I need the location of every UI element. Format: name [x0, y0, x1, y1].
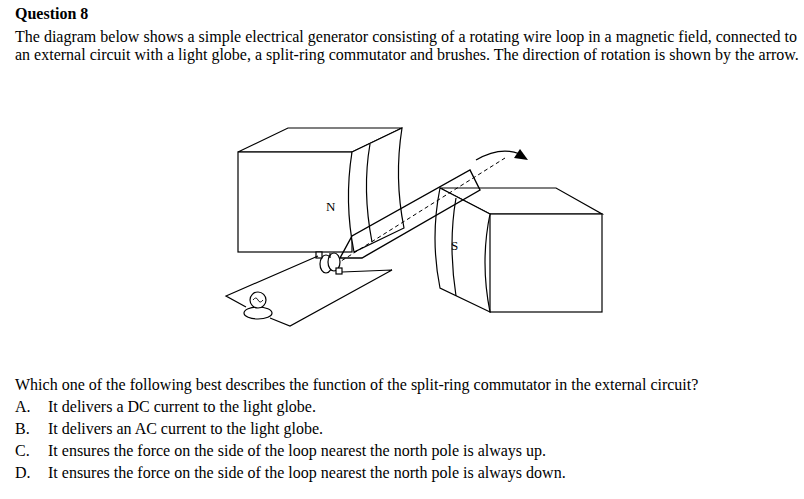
- wire-loop: [340, 170, 480, 258]
- circuit-wire: [226, 256, 318, 307]
- option-text: It ensures the force on the side of the …: [48, 464, 566, 482]
- north-magnet: [238, 128, 404, 252]
- pole-label: N: [326, 200, 335, 214]
- circuit-wire: [270, 270, 392, 326]
- option-text: It delivers a DC current to the light gl…: [48, 398, 316, 416]
- option-letter: C.: [15, 442, 30, 460]
- question-text: Which one of the following best describe…: [15, 376, 799, 394]
- arrow-head: [514, 149, 528, 160]
- rotation-axis: [330, 158, 505, 268]
- option-text: It ensures the force on the side of the …: [48, 442, 546, 460]
- light-globe: [244, 292, 272, 319]
- option-letter: D.: [15, 464, 31, 482]
- option-letter: B.: [15, 420, 30, 438]
- intro-text: The diagram below shows a simple electri…: [15, 28, 799, 64]
- option-text: It delivers an AC current to the light g…: [48, 420, 323, 438]
- split-ring-commutator: [316, 252, 342, 274]
- option-letter: A.: [15, 398, 31, 416]
- rotation-arrow: [476, 151, 520, 160]
- south-magnet: [435, 188, 602, 312]
- question-title: Question 8: [15, 5, 88, 23]
- pole-label: S: [451, 239, 458, 253]
- brush: [336, 268, 342, 274]
